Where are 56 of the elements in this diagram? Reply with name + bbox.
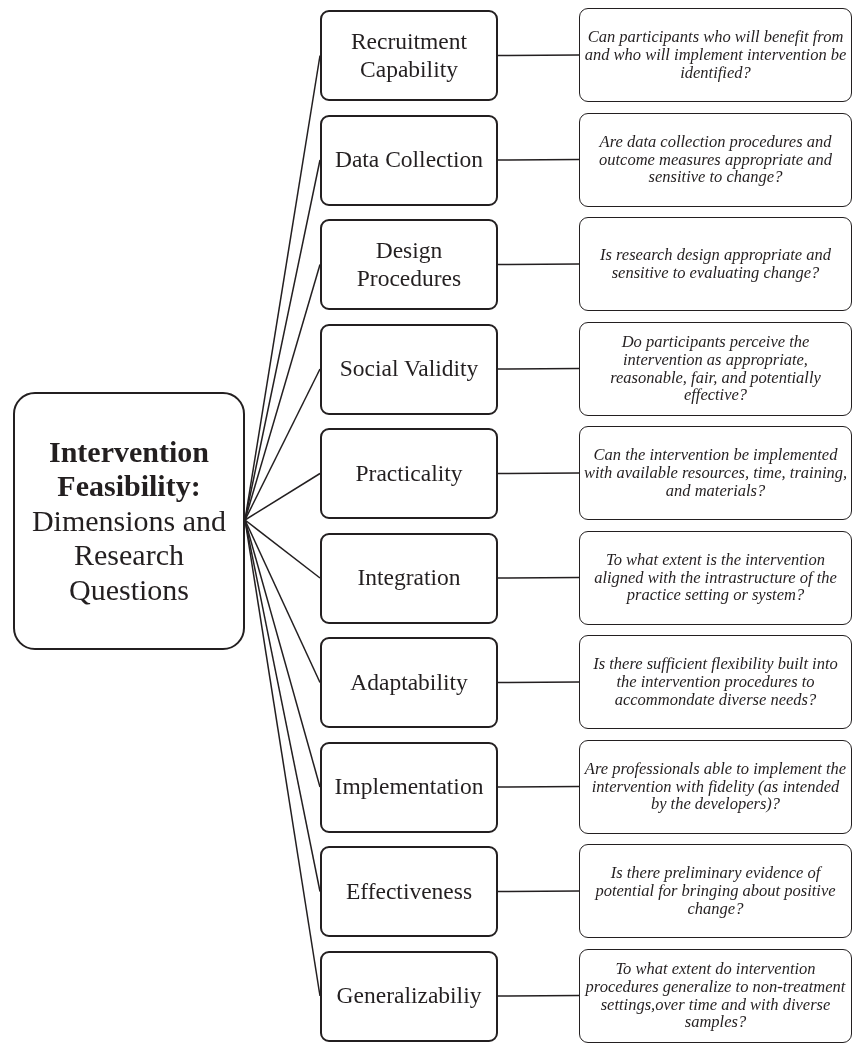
connector-line xyxy=(497,576,580,579)
dimension-label: Recruitment Capability xyxy=(349,28,469,83)
connector-line xyxy=(497,785,580,788)
dimension-box xyxy=(320,950,498,1042)
dimension-box xyxy=(320,741,498,833)
dimension-label: Effectiveness xyxy=(345,878,473,905)
question-text: To what extent is the intervention aligned with the intrastructure of the practice setting or system? xyxy=(593,550,838,605)
dimension-label: Adaptability xyxy=(350,669,468,696)
dimension-label: Social Validity xyxy=(339,355,479,383)
dimension-label: Integration xyxy=(357,564,461,592)
connector-line xyxy=(244,519,321,684)
connector-line xyxy=(497,890,580,893)
question-box xyxy=(579,530,852,625)
connector-line xyxy=(497,681,580,684)
question-box xyxy=(579,426,852,520)
root-title: Intervention Feasibility: Dimensions and Research Questions xyxy=(30,434,228,608)
question-text: Are professionals able to implement the intervention with fidelity (as intended by the developers)? xyxy=(583,759,848,814)
connector-line xyxy=(497,54,580,57)
connector-line xyxy=(244,519,321,579)
question-text: To what extent do intervention procedures generalize to non-treatment settings,over time and with diverse samples? xyxy=(583,959,847,1032)
connector-line xyxy=(497,472,580,475)
dimension-label: Practicality xyxy=(355,460,463,487)
question-text: Is there sufficient flexibility built into the intervention procedures to accommondate diverse needs? xyxy=(592,655,839,709)
question-box xyxy=(579,321,852,416)
question-box xyxy=(579,217,852,311)
connector-line xyxy=(497,367,580,370)
question-text: Is there preliminary evidence of potential for bringing about positive change? xyxy=(593,864,837,918)
question-text: Can participants who will benefit from and who will implement intervention be identified? xyxy=(583,28,848,82)
connector-line xyxy=(497,263,580,266)
connector-line xyxy=(244,368,321,521)
question-box xyxy=(579,739,852,834)
dimension-box xyxy=(320,637,498,728)
root-box xyxy=(13,392,245,650)
question-box xyxy=(579,844,852,938)
connector-line xyxy=(497,994,580,997)
dimension-box xyxy=(320,114,498,206)
dimension-box xyxy=(320,532,498,624)
dimension-box xyxy=(320,846,498,937)
question-box xyxy=(579,8,852,102)
connector-line xyxy=(497,158,580,161)
question-box xyxy=(579,112,852,207)
question-text: Can the intervention be implemented with available resources, time, training, and materials? xyxy=(583,446,848,500)
dimension-label: Design Procedures xyxy=(355,237,463,292)
connector-line xyxy=(244,472,321,521)
question-box xyxy=(579,948,852,1043)
dimension-label: Generalizabiliy xyxy=(336,982,482,1010)
dimension-box xyxy=(320,10,498,101)
question-text: Is research design appropriate and sensitive to evaluating change? xyxy=(599,246,832,282)
dimension-label: Data Collection xyxy=(334,146,484,174)
question-text: Are data collection procedures and outcome measures appropriate and sensitive to change? xyxy=(597,132,833,187)
dimension-box xyxy=(320,323,498,415)
dimension-box xyxy=(320,219,498,310)
question-text: Do participants perceive the intervention as appropriate, reasonable, fair, and potentially effective? xyxy=(609,332,822,405)
question-box xyxy=(579,635,852,729)
dimension-label: Implementation xyxy=(334,773,484,801)
dimension-box xyxy=(320,428,498,519)
